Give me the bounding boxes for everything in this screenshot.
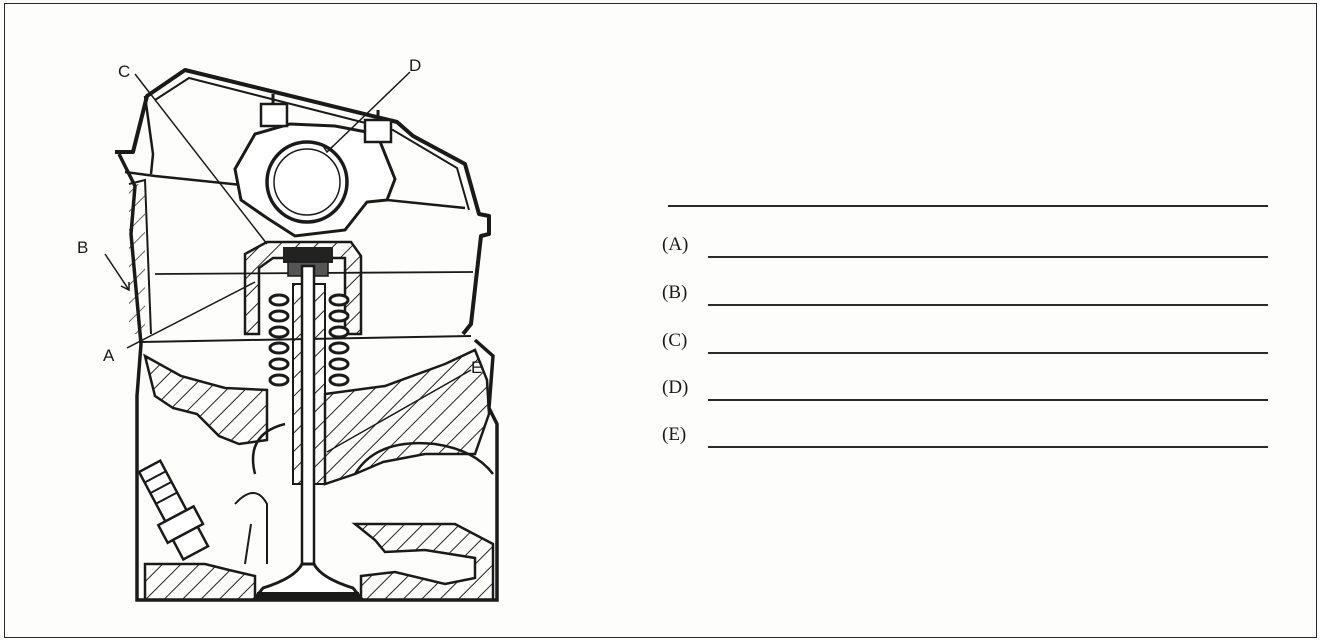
answer-line-e[interactable] bbox=[708, 446, 1268, 448]
answer-label-d: (D) bbox=[662, 377, 689, 398]
answer-line-a[interactable] bbox=[708, 256, 1268, 258]
answer-row-b: (B) bbox=[660, 282, 1272, 310]
answer-label-c: (C) bbox=[662, 330, 688, 351]
head-casting-left bbox=[143, 353, 269, 446]
callout-label-d: D bbox=[409, 56, 422, 75]
rocker-shaft bbox=[265, 140, 349, 224]
answer-row-a: (A) bbox=[660, 234, 1272, 262]
title-answer-line[interactable] bbox=[668, 205, 1268, 207]
callout-label-a: A bbox=[103, 346, 115, 365]
callout-label-e: E bbox=[471, 358, 483, 377]
callout-label-b: B bbox=[77, 238, 89, 257]
cylinder-head-cross-section-diagram bbox=[104, 68, 499, 602]
callout-label-c: C bbox=[118, 62, 131, 81]
valve-head bbox=[251, 562, 365, 600]
leader-lines bbox=[104, 71, 472, 453]
answer-line-d[interactable] bbox=[708, 399, 1268, 401]
answer-label-e: (E) bbox=[662, 424, 687, 445]
answer-row-c: (C) bbox=[660, 330, 1272, 358]
answer-line-c[interactable] bbox=[708, 352, 1268, 354]
head-casting-right bbox=[323, 348, 491, 486]
spark-plug bbox=[137, 458, 210, 562]
worksheet-frame: C D B A E (A) (B) (C) (D) (E) bbox=[4, 3, 1317, 638]
answer-label-a: (A) bbox=[662, 234, 689, 255]
answer-label-b: (B) bbox=[662, 282, 688, 303]
valve-stem bbox=[300, 264, 316, 578]
answer-row-e: (E) bbox=[660, 424, 1272, 452]
valve-cover bbox=[115, 68, 491, 336]
valve-springs bbox=[268, 293, 350, 387]
answer-row-d: (D) bbox=[660, 377, 1272, 405]
answer-line-b[interactable] bbox=[708, 304, 1268, 306]
